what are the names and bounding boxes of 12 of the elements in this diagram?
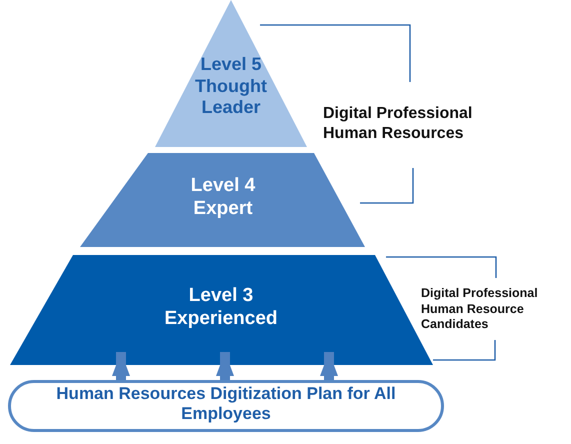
arrow <box>112 352 130 380</box>
arrow <box>320 352 338 380</box>
arrow <box>216 352 234 380</box>
bracket-label: Digital Professional Human Resources <box>323 104 474 144</box>
banner-label: Human Resources Digitization Plan for All Employees <box>56 384 396 425</box>
pyramid-tier <box>155 0 307 147</box>
tier-label: Level 3 Experienced <box>164 285 278 331</box>
rounded-banner <box>8 380 444 432</box>
tier-label: Level 5 Thought Leader <box>194 54 268 119</box>
bracket-label: Digital Professional Human Resource Candidates <box>421 286 539 333</box>
tier-label: Level 4 Expert <box>190 175 256 221</box>
pyramid-tier <box>80 153 365 247</box>
